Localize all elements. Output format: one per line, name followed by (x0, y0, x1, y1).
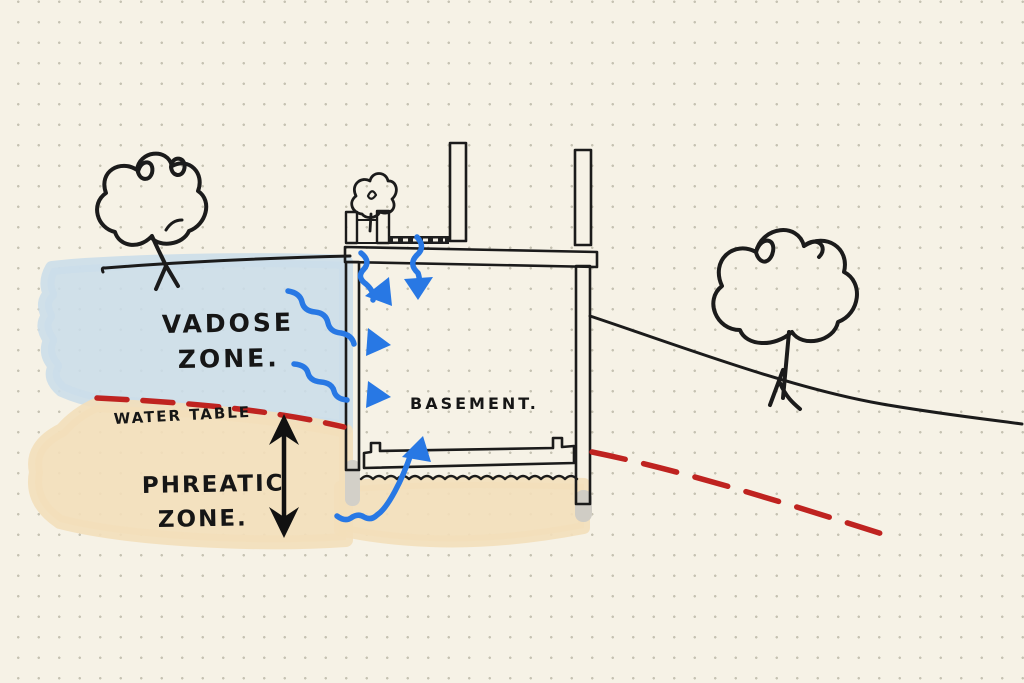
wall-column-left (448, 141, 468, 243)
planter (344, 172, 398, 245)
depth-double-arrow (269, 414, 299, 538)
arrowhead-bottom-up (402, 436, 431, 462)
basement-wall-left-footing (345, 460, 360, 506)
left-tree (95, 151, 209, 291)
right-tree (711, 228, 859, 411)
phreatic-zone-label-line2: ZONE. (158, 505, 248, 533)
infiltration-arrow-bottom-up (334, 451, 414, 523)
water-table-dash-left (94, 395, 347, 430)
infiltration-arrow-side-upper (285, 288, 357, 347)
basement-wall-right (574, 264, 592, 506)
basement-floor-slab (362, 436, 576, 470)
infiltration-arrows (285, 234, 433, 523)
water-table-dash-right (589, 449, 895, 540)
ground-line-right (588, 314, 1024, 426)
groundwater-wavy-line (359, 474, 579, 481)
basement-label: BASEMENT. (410, 394, 539, 413)
ground-line-left (100, 254, 352, 274)
arrowhead-side-upper (366, 328, 391, 356)
phreatic-zone-fill (28, 398, 590, 550)
arrowhead-side-lower (366, 381, 391, 408)
house-cross-section (343, 141, 599, 522)
infiltration-arrow-side-lower (291, 361, 350, 403)
planter-post-right (375, 209, 391, 245)
sapling (350, 172, 398, 233)
arrowhead-top-left (365, 277, 392, 306)
ground-floor-slab (343, 245, 599, 269)
vadose-zone-fill (37, 253, 353, 435)
vadose-zone-label-line2: ZONE. (178, 343, 280, 374)
vadose-zone-label-line1: VADOSE (162, 308, 295, 339)
wall-column-right (573, 148, 593, 247)
basement-wall-right-footing (575, 490, 592, 522)
arrowhead-top-center (404, 277, 433, 300)
planter-soil (356, 219, 378, 244)
phreatic-zone-label-line1: PHREATIC (142, 471, 285, 499)
planter-post-left (344, 210, 359, 245)
water-table-dashed-line (94, 395, 895, 540)
